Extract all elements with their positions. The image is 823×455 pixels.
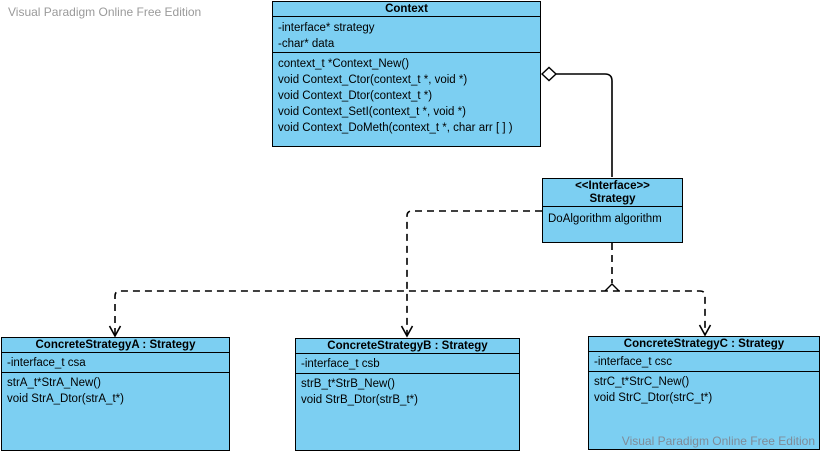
class-title: Context [273, 2, 540, 17]
operations-compartment: strC_t*StrC_New() void StrC_Dtor(strC_t*… [589, 372, 819, 406]
class-title: ConcreteStrategyA : Strategy [2, 338, 229, 353]
operation-line: void Context_DoMeth(context_t *, char ar… [278, 122, 513, 134]
attributes-compartment: -interface_t csa [2, 353, 229, 373]
interface-title: <<Interface>> Strategy [543, 179, 682, 207]
line-junction-caret-icon [604, 283, 620, 292]
operation-line: void StrA_Dtor(strA_t*) [7, 393, 124, 405]
operations-compartment: DoAlgorithm algorithm [543, 207, 682, 227]
operation-line: void Context_SetI(context_t *, void *) [278, 106, 466, 118]
dependency-connector-strategy-a-c[interactable] [114, 290, 706, 335]
interface-name: Strategy [589, 192, 636, 205]
class-title: ConcreteStrategyC : Strategy [589, 337, 819, 352]
attributes-compartment: -interface_t csb [296, 354, 519, 374]
attributes-compartment: -interface_t csc [589, 352, 819, 372]
attribute-line: -interface* strategy [278, 22, 375, 34]
interface-stereotype: <<Interface>> [575, 179, 650, 192]
operation-line: void Context_Dtor(context_t *) [278, 90, 433, 102]
class-concrete-strategy-a[interactable]: ConcreteStrategyA : Strategy -interface_… [1, 337, 230, 451]
operation-line: strC_t*StrC_New() [594, 376, 690, 388]
interface-strategy[interactable]: <<Interface>> Strategy DoAlgorithm algor… [542, 178, 683, 243]
watermark-bottom-right: Visual Paradigm Online Free Edition [621, 434, 815, 448]
class-concrete-strategy-c[interactable]: ConcreteStrategyC : Strategy -interface_… [588, 336, 820, 450]
operation-line: void StrC_Dtor(strC_t*) [594, 392, 713, 404]
operation-line: void Context_Ctor(context_t *, void *) [278, 74, 468, 86]
operations-compartment: strA_t*StrA_New() void StrA_Dtor(strA_t*… [2, 373, 229, 407]
operations-compartment: context_t *Context_New() void Context_Ct… [273, 53, 540, 136]
attribute-line: -interface_t csc [594, 356, 672, 368]
class-title: ConcreteStrategyB : Strategy [296, 339, 519, 354]
attribute-line: -char* data [278, 38, 335, 50]
operation-line: strA_t*StrA_New() [7, 377, 101, 389]
attribute-line: -interface_t csb [301, 358, 380, 370]
operations-compartment: strB_t*StrB_New() void StrB_Dtor(strB_t*… [296, 374, 519, 408]
operation-line: context_t *Context_New() [278, 58, 410, 70]
dependency-connector-strategy-b[interactable] [406, 210, 542, 335]
operation-line: strB_t*StrB_New() [301, 378, 395, 390]
operation-line: void StrB_Dtor(strB_t*) [301, 394, 418, 406]
class-concrete-strategy-b[interactable]: ConcreteStrategyB : Strategy -interface_… [295, 338, 520, 451]
aggregation-diamond-icon [540, 66, 558, 82]
operation-line: DoAlgorithm algorithm [548, 213, 662, 225]
watermark-top-left: Visual Paradigm Online Free Edition [8, 5, 202, 19]
attribute-line: -interface_t csa [7, 357, 86, 369]
attributes-compartment: -interface* strategy -char* data [273, 17, 540, 53]
class-context[interactable]: Context -interface* strategy -char* data… [272, 1, 541, 147]
aggregation-connector[interactable] [556, 73, 613, 177]
